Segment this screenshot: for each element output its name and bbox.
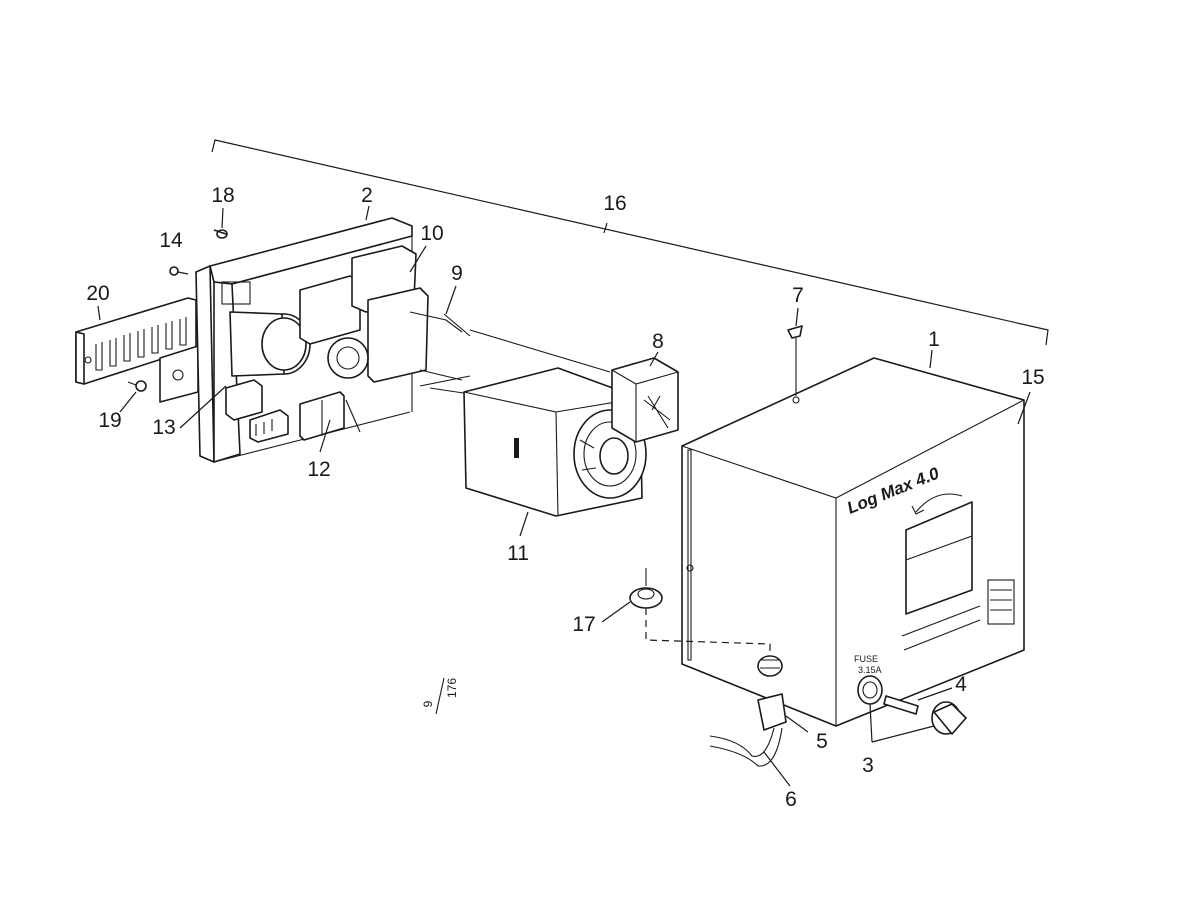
callout-6: 6 <box>785 788 797 811</box>
page-ref-denominator: 176 <box>445 678 459 698</box>
callout-11: 11 <box>507 542 529 565</box>
callout-2: 2 <box>361 184 373 207</box>
callout-16: 16 <box>603 192 626 215</box>
callout-labels: 1 2 3 4 5 6 7 8 9 10 11 12 13 14 15 16 1… <box>86 184 1044 811</box>
page-ref-numerator: 9 <box>421 700 435 707</box>
callout-5: 5 <box>816 730 828 753</box>
callout-19: 19 <box>98 409 121 432</box>
grommet-17 <box>629 568 783 677</box>
callout-12: 12 <box>307 458 330 481</box>
fuse-rating: 3.15A <box>858 665 882 675</box>
base-plate-2 <box>195 217 429 463</box>
page-reference: 9 176 <box>421 678 459 715</box>
callout-4: 4 <box>955 673 967 696</box>
screw-14 <box>169 266 189 276</box>
fuse-label: FUSE <box>854 654 878 664</box>
callout-14: 14 <box>159 229 183 252</box>
cable-6 <box>709 727 783 767</box>
rotate-arrow-icon <box>915 493 963 513</box>
timer-unit-11 <box>463 367 647 517</box>
terminal-strip-20 <box>75 297 197 385</box>
callout-10: 10 <box>420 222 443 245</box>
callout-7: 7 <box>792 284 804 307</box>
wire-9 <box>409 311 471 387</box>
fuse-4 <box>883 695 919 715</box>
callout-20: 20 <box>86 282 109 305</box>
cable-gland-5 <box>757 693 787 731</box>
callout-9: 9 <box>451 262 463 285</box>
callout-15: 15 <box>1021 366 1044 389</box>
fuse-holder-3 <box>857 675 967 735</box>
callout-17: 17 <box>572 613 595 636</box>
callout-8: 8 <box>652 330 664 353</box>
assembly-bracket-16 <box>211 139 1049 346</box>
screw-7 <box>787 325 803 396</box>
callout-18: 18 <box>211 184 234 207</box>
screw-18 <box>213 229 228 239</box>
callout-13: 13 <box>152 416 175 439</box>
callout-1: 1 <box>928 328 940 351</box>
housing-cover-1: Log Max 4.0 FUSE 3.15A <box>681 357 1025 727</box>
screw-19 <box>127 380 147 392</box>
block-8 <box>611 357 679 443</box>
callout-leaders <box>97 205 1031 787</box>
callout-3: 3 <box>862 754 874 777</box>
